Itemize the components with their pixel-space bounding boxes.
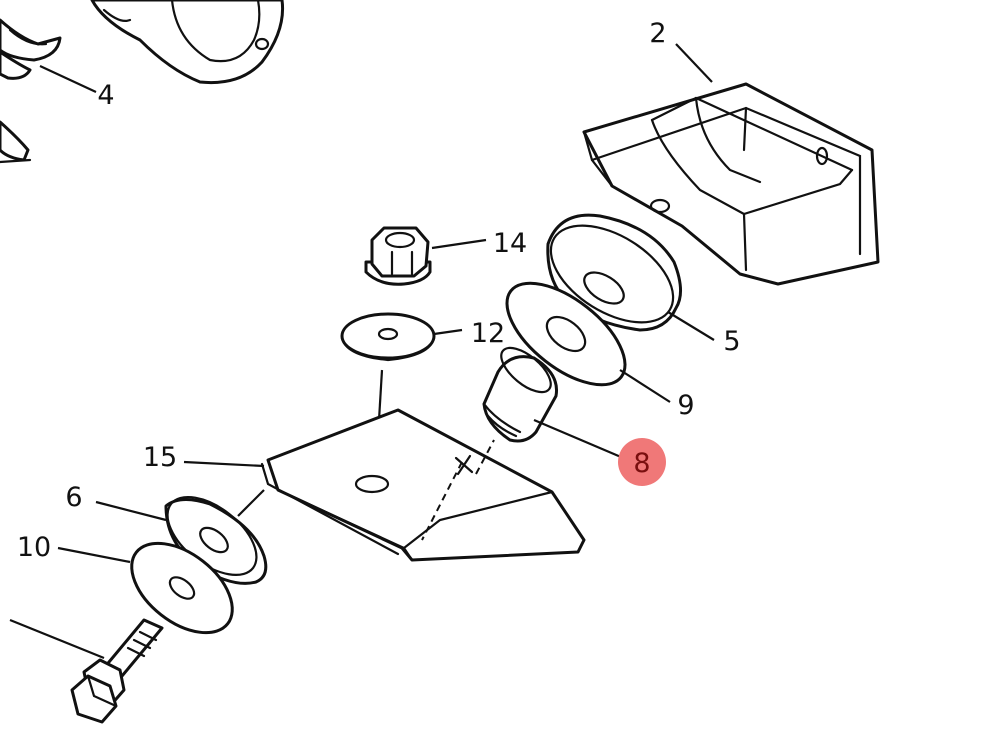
callout-5: 5 <box>723 326 740 357</box>
part-8-spacer <box>482 346 559 443</box>
leader-line-12 <box>433 328 463 336</box>
leader-line-8 <box>533 418 629 462</box>
centerline-8-15 <box>475 439 495 475</box>
callout-15: 15 <box>143 442 177 473</box>
part-14-nut <box>364 226 432 286</box>
leader-line-4 <box>39 65 97 93</box>
leader-line-6-15 <box>237 489 265 517</box>
callout-6: 6 <box>65 482 82 513</box>
leader-line-6 <box>95 500 167 522</box>
leader-line-9 <box>619 369 671 403</box>
partial-flange-top <box>90 0 285 85</box>
leader-line-5 <box>667 311 715 341</box>
part-2-bracket <box>582 82 880 286</box>
part-9-washer <box>505 281 627 387</box>
part-15-mounting-plate <box>260 408 586 562</box>
callout-12: 12 <box>471 318 505 349</box>
partial-component-top-left <box>0 18 62 164</box>
part-6-rubber-washer <box>164 496 268 585</box>
leader-line-10 <box>57 546 131 564</box>
leader-line-2 <box>675 43 713 83</box>
callout-8-highlight <box>618 438 666 486</box>
part-12-washer <box>340 312 436 362</box>
leader-line-bolt <box>9 618 105 660</box>
part-bolt <box>70 618 164 724</box>
callout-14: 14 <box>493 228 527 259</box>
part-10-washer <box>130 541 234 635</box>
leader-line-14 <box>431 238 487 250</box>
callout-10: 10 <box>17 532 51 563</box>
callout-9: 9 <box>677 390 694 421</box>
callout-2: 2 <box>649 18 666 49</box>
leader-line-15 <box>183 460 265 468</box>
callout-4: 4 <box>97 80 114 111</box>
callout-8: 8 <box>633 448 650 479</box>
